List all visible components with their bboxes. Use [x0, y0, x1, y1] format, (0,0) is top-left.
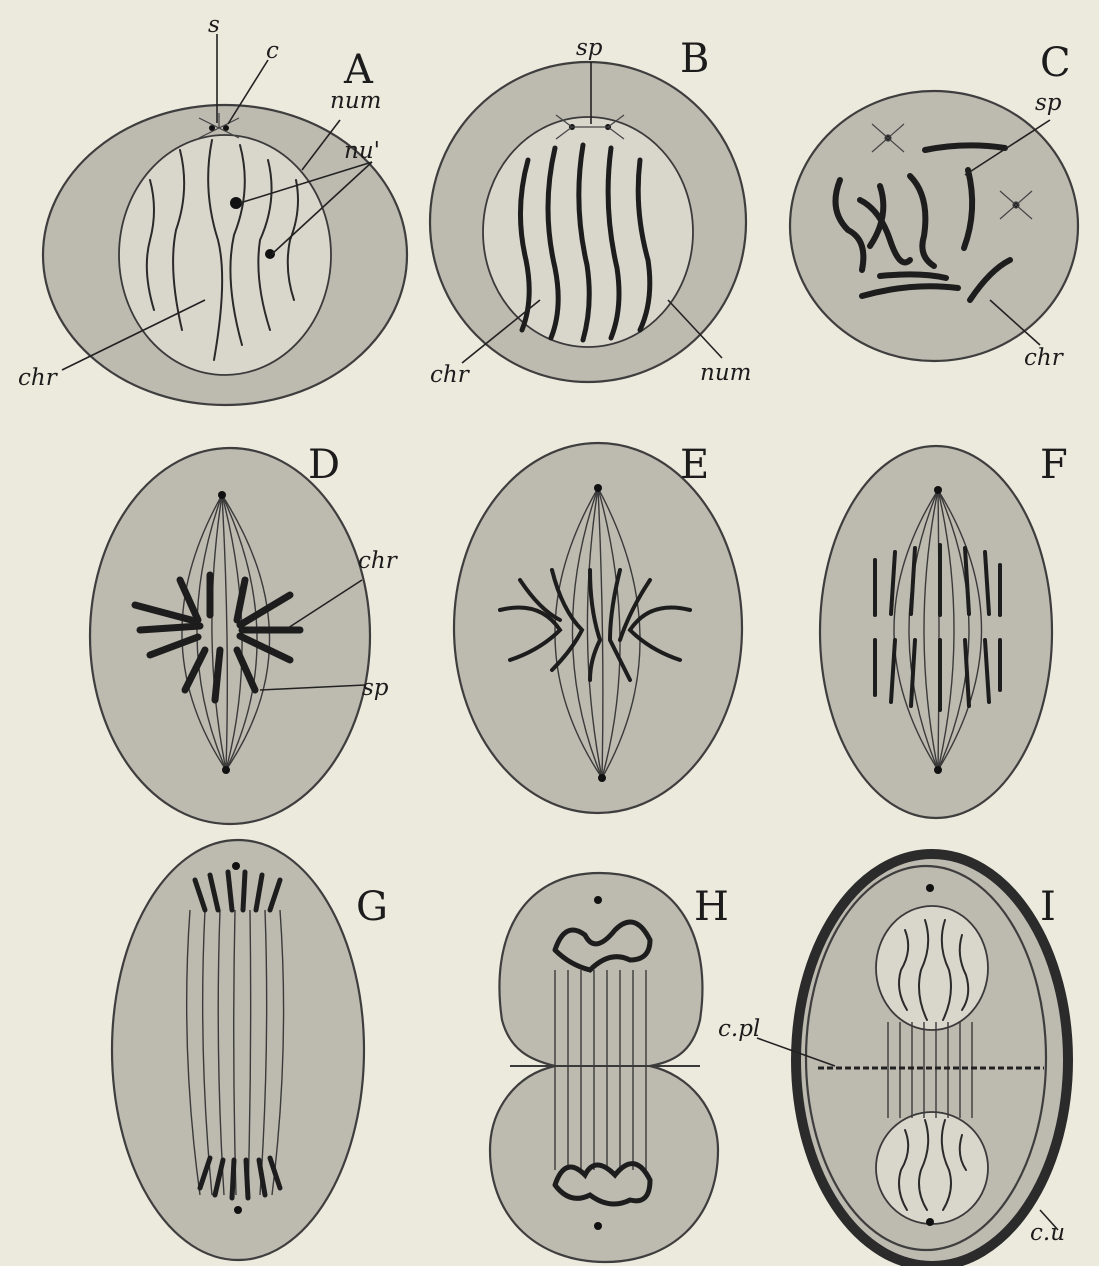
- panel-c-label-chr: chr: [1024, 345, 1065, 371]
- panel-h-pole-bottom: [594, 1222, 602, 1230]
- panel-a-label-num: num: [330, 88, 381, 114]
- panel-h-letter: H: [694, 884, 729, 930]
- panel-i-label-cu: c.u: [1030, 1220, 1065, 1246]
- panel-d-pole-top: [218, 491, 226, 499]
- panel-e: E: [454, 442, 742, 813]
- panel-b-label-chr: chr: [430, 362, 471, 388]
- panel-g-pole-top: [232, 862, 240, 870]
- panel-a-label-c: c: [266, 38, 279, 64]
- panel-a-label-nu: nu': [344, 138, 380, 164]
- panel-g-cell: [112, 840, 364, 1260]
- panel-h: H: [490, 873, 729, 1262]
- panel-h-pole-top: [594, 896, 602, 904]
- panel-a-label-s: s: [208, 12, 220, 38]
- panel-b: B sp chr num: [430, 35, 751, 388]
- panel-d: D chr sp: [90, 442, 399, 824]
- panel-i-label-cpl: c.pl: [718, 1016, 760, 1042]
- panel-i-pole-top: [926, 884, 934, 892]
- panel-e-pole-top: [594, 484, 602, 492]
- panel-d-pole-bottom: [222, 766, 230, 774]
- panel-e-pole-bottom: [598, 774, 606, 782]
- panel-c-cell: [790, 91, 1078, 361]
- panel-b-label-sp: sp: [576, 35, 603, 61]
- panel-f-letter: F: [1040, 442, 1068, 488]
- panel-i-nucleus-bottom: [876, 1112, 988, 1224]
- panel-i-nucleus-top: [876, 906, 988, 1030]
- panel-a-label-chr: chr: [18, 365, 59, 391]
- panel-a-letter: A: [343, 47, 374, 93]
- panel-d-label-chr: chr: [358, 548, 399, 574]
- panel-f: F: [820, 442, 1068, 818]
- panel-a-nucleolus-2: [265, 249, 275, 259]
- panel-g: G: [112, 840, 388, 1260]
- panel-d-letter: D: [308, 442, 340, 488]
- panel-f-pole-bottom: [934, 766, 942, 774]
- panel-e-letter: E: [680, 442, 709, 488]
- panel-i-pole-bottom: [926, 1218, 934, 1226]
- panel-i: I c.pl c.u: [718, 854, 1068, 1266]
- panel-b-label-num: num: [700, 360, 751, 386]
- panel-g-pole-bottom: [234, 1206, 242, 1214]
- panel-d-cell: [90, 448, 370, 824]
- panel-d-label-sp: sp: [362, 675, 389, 701]
- panel-g-letter: G: [356, 884, 388, 930]
- panel-c-label-sp: sp: [1035, 90, 1062, 116]
- panel-c: C sp chr: [790, 40, 1078, 371]
- panel-a: A s c num nu' chr: [18, 12, 407, 405]
- panel-i-letter: I: [1040, 884, 1056, 930]
- panel-f-pole-top: [934, 486, 942, 494]
- panel-c-letter: C: [1040, 40, 1071, 86]
- panel-a-nucleus: [119, 135, 331, 375]
- panel-b-letter: B: [680, 36, 709, 82]
